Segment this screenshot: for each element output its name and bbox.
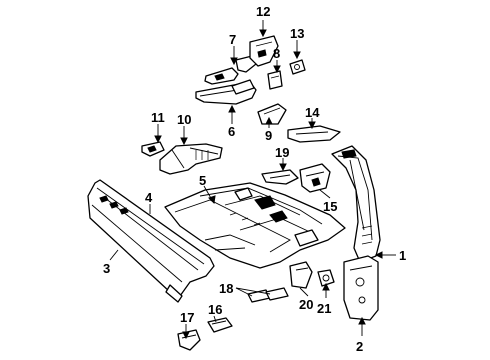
callout-16: 16: [208, 302, 223, 317]
bracket-17-part: [177, 329, 201, 351]
bracket-12-part: [249, 35, 279, 67]
callout-10: 10: [177, 112, 192, 127]
callout-4: 4: [145, 190, 153, 205]
crossmember-6-part: [195, 79, 257, 105]
callout-20: 20: [299, 297, 314, 312]
callout-13: 13: [290, 26, 305, 41]
callout-18: 18: [219, 281, 234, 296]
bracket-18-part: [247, 287, 289, 303]
rail-10-part: [159, 143, 223, 175]
callout-3: 3: [103, 261, 111, 276]
bracket-19-part: [261, 169, 299, 185]
callout-11: 11: [151, 110, 165, 125]
callout-5: 5: [199, 173, 207, 188]
callout-15: 15: [323, 199, 338, 214]
callout-14: 14: [305, 105, 320, 120]
bracket-11-part: [141, 141, 165, 157]
callout-17: 17: [180, 310, 195, 325]
bracket-8-part: [267, 70, 283, 90]
rocker-panel-part: [87, 179, 215, 303]
bracket-16-part: [207, 317, 233, 333]
leader-lines: [109, 20, 396, 340]
callout-12: 12: [256, 4, 271, 19]
callout-2: 2: [356, 339, 364, 354]
callout-21: 21: [317, 301, 332, 316]
bracket-9-part: [257, 103, 287, 125]
reinforcement-15-part: [299, 163, 331, 193]
callout-9: 9: [265, 128, 273, 143]
callout-8: 8: [273, 46, 281, 61]
clip-13-part: [289, 59, 306, 75]
floor-pan-part: [164, 182, 346, 269]
nut-21-part: [317, 269, 335, 287]
lower-pillar-part: [343, 255, 379, 321]
bracket-20-part: [289, 261, 313, 289]
callout-1: 1: [399, 248, 407, 263]
callout-6: 6: [228, 124, 236, 139]
callout-19: 19: [275, 145, 290, 160]
callout-7: 7: [229, 32, 237, 47]
plate-14-part: [287, 125, 341, 143]
bracket-7-part: [204, 55, 257, 85]
hinge-pillar-part: [331, 145, 381, 263]
